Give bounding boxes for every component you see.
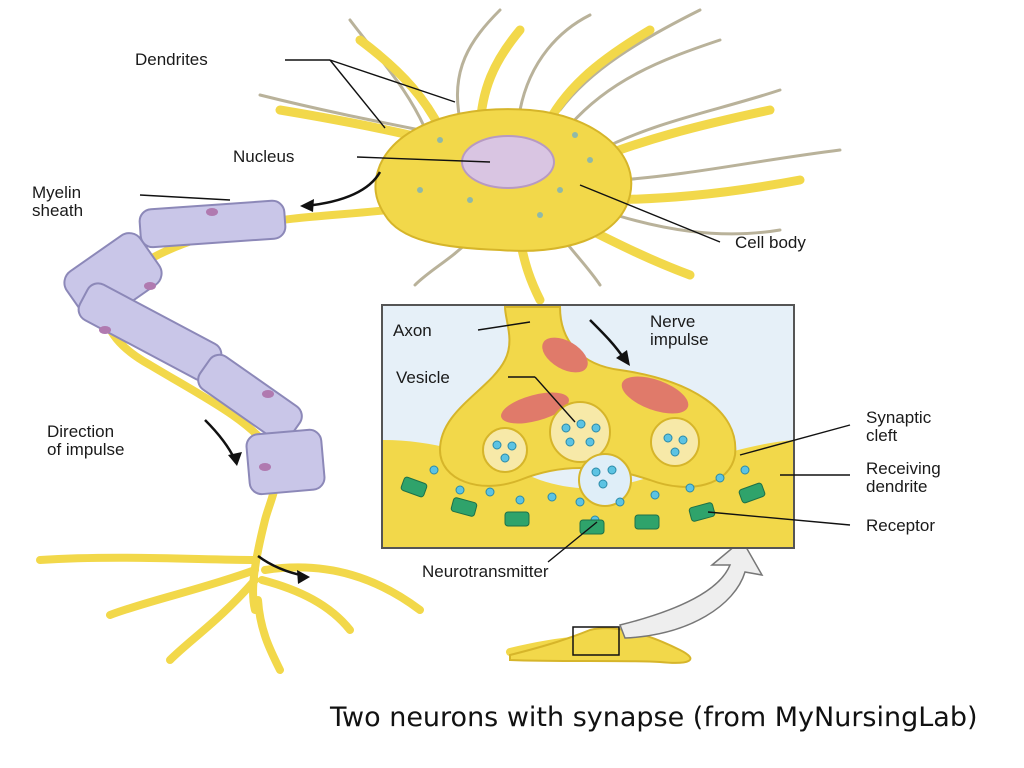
label-axon: Axon xyxy=(393,321,432,340)
label-cleft: cleft xyxy=(866,426,897,445)
label-direction: Direction xyxy=(47,422,114,441)
label-myelin: Myelin xyxy=(32,183,81,202)
label-synaptic: Synaptic xyxy=(866,408,932,427)
label-nerve: Nerve xyxy=(650,312,695,331)
label-sheath: sheath xyxy=(32,201,83,220)
zoom-arrow xyxy=(618,538,764,639)
myelin-sheath xyxy=(63,199,326,496)
label-receiving: Receiving xyxy=(866,459,941,478)
label-of-impulse: of impulse xyxy=(47,440,124,459)
label-vesicle: Vesicle xyxy=(396,368,450,387)
label-impulse: impulse xyxy=(650,330,709,349)
receptors xyxy=(400,476,766,535)
label-cell-body: Cell body xyxy=(735,233,806,252)
caption: Two neurons with synapse (from MyNursing… xyxy=(330,702,978,733)
synapse-inset xyxy=(381,304,795,549)
arrow-heads xyxy=(228,199,314,584)
label-receptor: Receptor xyxy=(866,516,935,535)
nucleus xyxy=(461,135,555,189)
label-nucleus: Nucleus xyxy=(233,147,294,166)
label-dendrites: Dendrites xyxy=(135,50,208,69)
label-neurotransmitter: Neurotransmitter xyxy=(422,562,549,581)
label-dendrite: dendrite xyxy=(866,477,927,496)
cell-body-organelles xyxy=(417,132,593,218)
leader-lines xyxy=(139,59,851,563)
synapse-zoom-box xyxy=(572,626,620,656)
axon-terminal-branches xyxy=(36,553,654,674)
